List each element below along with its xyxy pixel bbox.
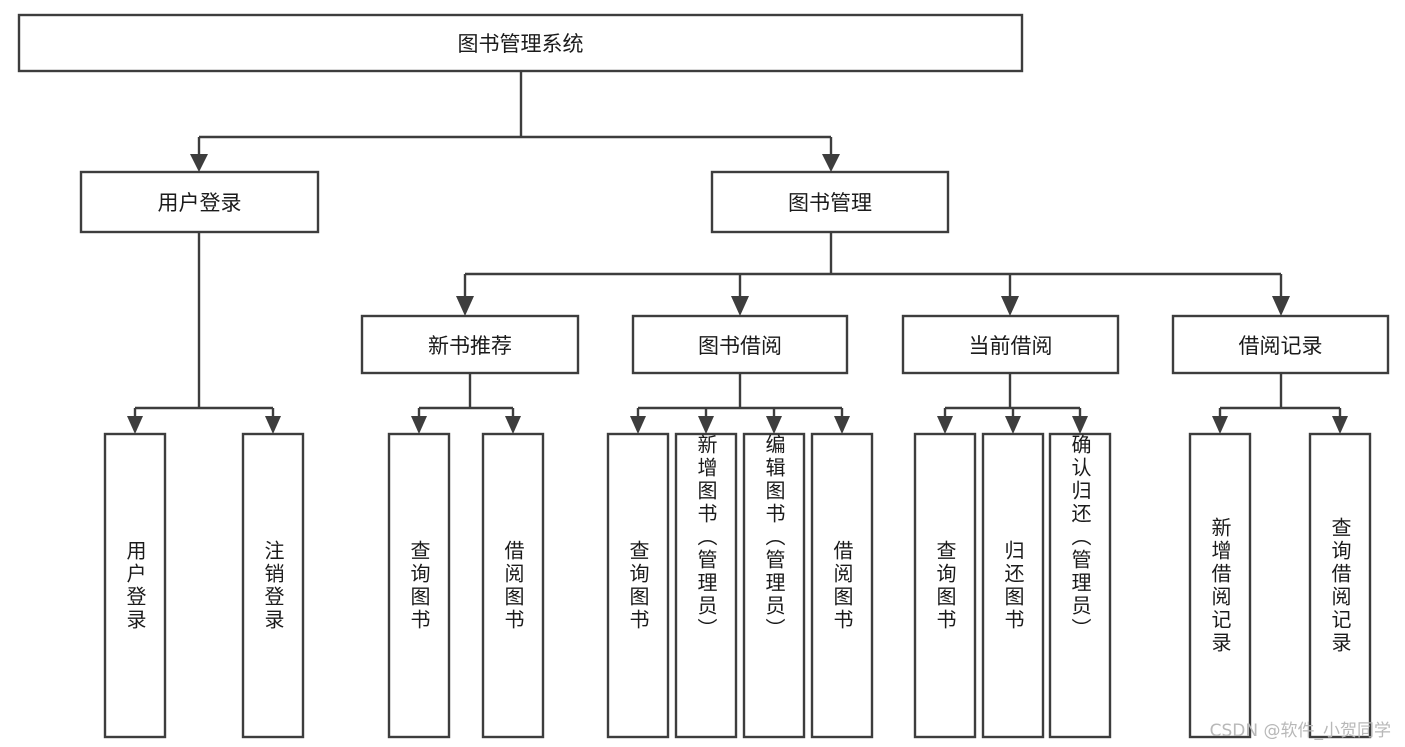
leaf-book-borrow-3-box[interactable] — [742, 432, 806, 739]
node-current-borrow-box[interactable] — [901, 314, 1120, 375]
leaf-current-borrow-1-box[interactable] — [913, 432, 977, 739]
arrowhead-leaf-borrow-record-1 — [1212, 416, 1228, 434]
arrowhead-leaf-current-borrow-2 — [1005, 416, 1021, 434]
arrowhead-leaf-user-login-1 — [127, 416, 143, 434]
node-root-box[interactable] — [17, 13, 1024, 73]
node-book-borrow-box[interactable] — [631, 314, 849, 375]
arrowhead-leaf-new-book-1 — [411, 416, 427, 434]
arrowhead-leaf-current-borrow-3 — [1072, 416, 1088, 434]
arrowhead-leaf-current-borrow-1 — [937, 416, 953, 434]
arrowhead-current-borrow — [1001, 296, 1019, 316]
arrowhead-book-management — [822, 154, 840, 172]
leaf-user-login-1-box[interactable] — [103, 432, 167, 739]
arrowhead-leaf-book-borrow-1 — [630, 416, 646, 434]
arrowhead-leaf-user-login-2 — [265, 416, 281, 434]
leaf-new-book-2-box[interactable] — [481, 432, 545, 739]
leaf-book-borrow-1-box[interactable] — [606, 432, 670, 739]
leaf-book-borrow-2-box[interactable] — [674, 432, 738, 739]
leaf-borrow-record-2-box[interactable] — [1308, 432, 1372, 739]
node-new-book-recommend-box[interactable] — [360, 314, 580, 375]
arrowhead-user-login — [190, 154, 208, 172]
arrowhead-leaf-book-borrow-4 — [834, 416, 850, 434]
arrowhead-book-borrow — [731, 296, 749, 316]
node-borrow-record-box[interactable] — [1171, 314, 1390, 375]
leaf-current-borrow-3-box[interactable] — [1048, 432, 1112, 739]
leaf-borrow-record-1-box[interactable] — [1188, 432, 1252, 739]
arrowhead-new-book-recommend — [456, 296, 474, 316]
arrowhead-leaf-book-borrow-2 — [698, 416, 714, 434]
leaf-current-borrow-2-box[interactable] — [981, 432, 1045, 739]
arrowhead-leaf-book-borrow-3 — [766, 416, 782, 434]
node-user-login-box[interactable] — [79, 170, 320, 234]
arrowhead-leaf-new-book-2 — [505, 416, 521, 434]
leaf-book-borrow-4-box[interactable] — [810, 432, 874, 739]
leaf-new-book-1-box[interactable] — [387, 432, 451, 739]
arrowhead-leaf-borrow-record-2 — [1332, 416, 1348, 434]
node-book-management-box[interactable] — [710, 170, 950, 234]
arrowhead-borrow-record — [1272, 296, 1290, 316]
leaf-user-login-2-box[interactable] — [241, 432, 305, 739]
